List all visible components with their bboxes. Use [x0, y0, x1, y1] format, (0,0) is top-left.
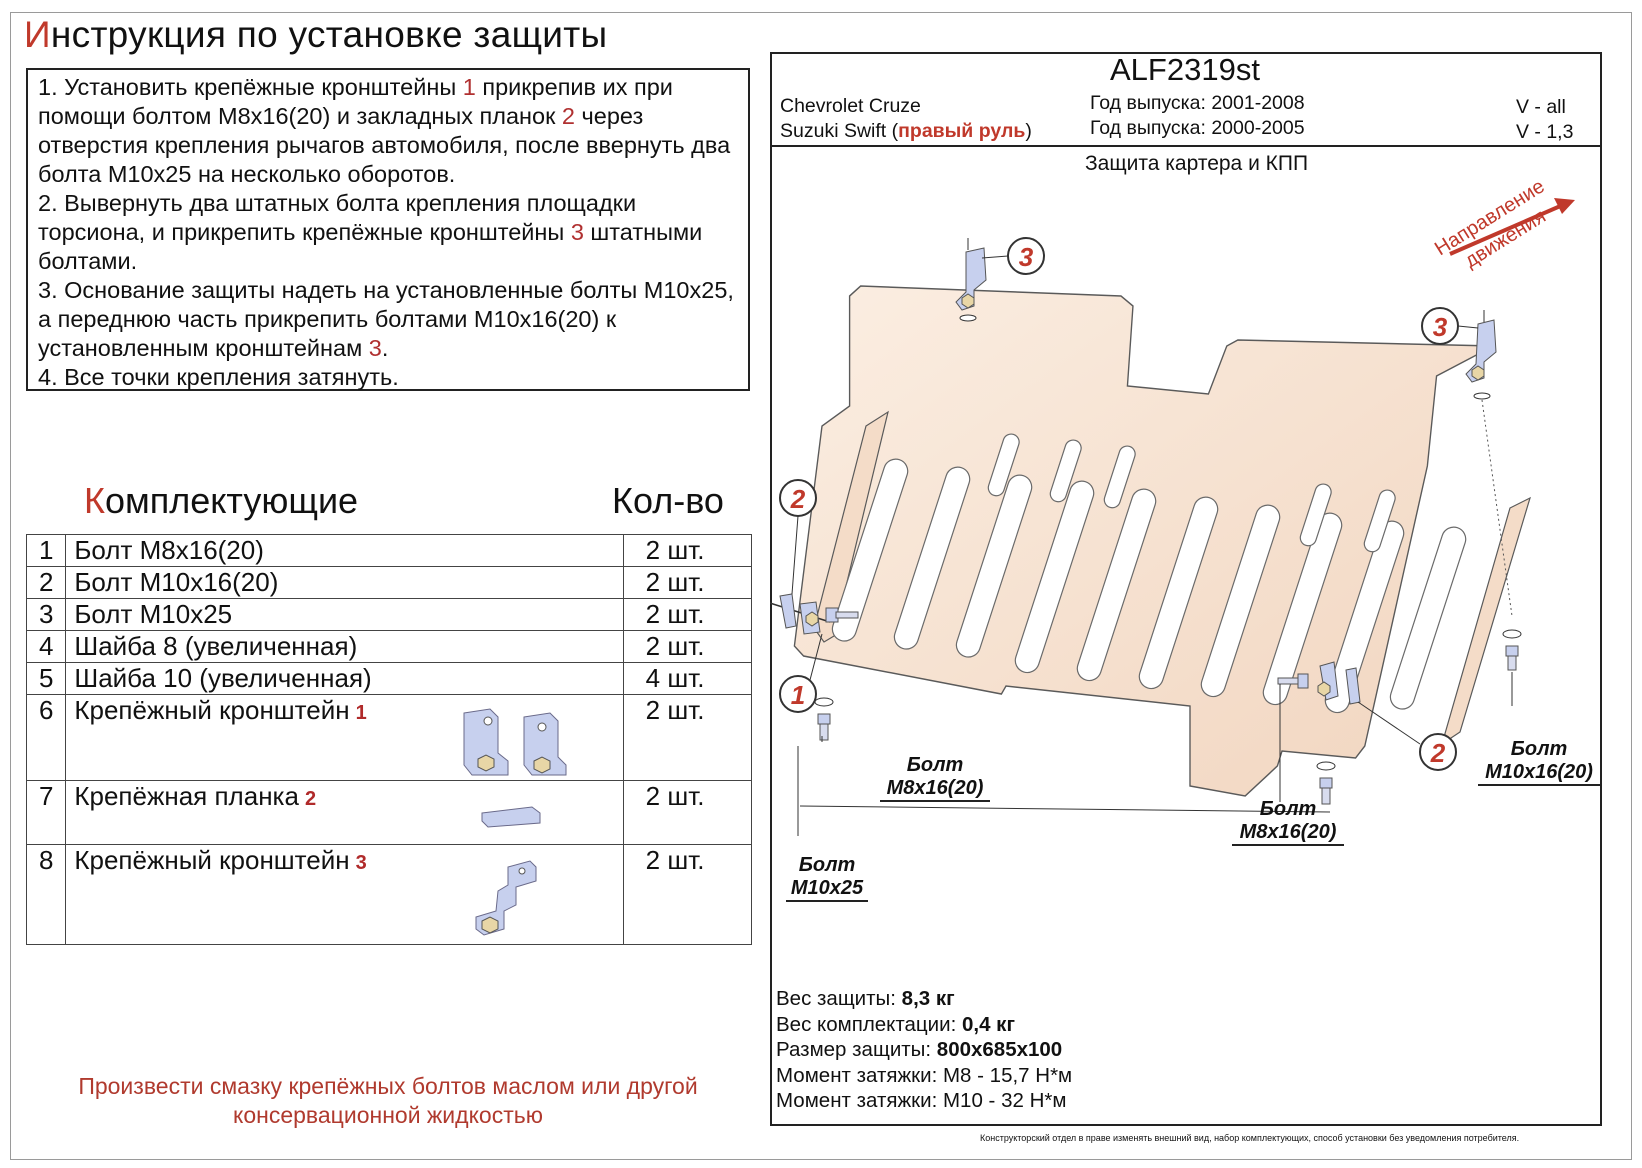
bracket-3-top-left [955, 238, 987, 322]
drawing-subtitle: Защита картера и КПП [1085, 152, 1309, 175]
page-frame [10, 12, 1632, 1160]
spec-weight: Вес защиты: 8,3 кг [776, 987, 955, 1010]
part-name: Болт М10х16(20) [65, 566, 624, 599]
part-name: Болт М10х25 [65, 598, 624, 631]
svg-text:2: 2 [790, 484, 806, 514]
part-qty: 2 шт. [622, 630, 753, 663]
svg-text:1: 1 [791, 680, 805, 710]
engine-volume-2: V - 1,3 [1516, 121, 1574, 143]
car-model-2: Suzuki Swift (правый руль) [780, 120, 1032, 142]
svg-text:3: 3 [1433, 312, 1448, 342]
spec-kit-weight: Вес комплектации: 0,4 кг [776, 1012, 1015, 1036]
callout-2-left: 2 [779, 479, 817, 595]
callout-1-left: 1 [779, 633, 823, 713]
part-ref-number: 2 [304, 788, 317, 810]
table-row: 5 Шайба 10 (увеличенная) 4 шт. [25, 662, 753, 695]
year-range-2: Год выпуска: 2000-2005 [1090, 117, 1305, 139]
table-row: 3 Болт М10х25 2 шт. [25, 598, 753, 631]
spec-torque-m10: Момент затяжки: М10 - 32 Н*м [776, 1089, 1067, 1112]
qty-header: Кол-во [612, 480, 724, 521]
right-side-bolt [1502, 629, 1522, 706]
spec-size: Размер защиты: 800х685х100 [776, 1038, 1063, 1061]
spec-torque-m8: Момент затяжки: М8 - 15,7 Н*м [776, 1063, 1073, 1087]
part-ref-number: 3 [355, 852, 367, 874]
part-qty: 2 шт. [622, 534, 753, 567]
header-divider [770, 145, 1602, 147]
part-name: Болт М8х16(20) [65, 534, 624, 567]
row-number: 5 [25, 662, 67, 695]
part-qty: 2 шт. [622, 598, 753, 631]
instructions-box: 1. Установить крепёжные кронштейны 1 при… [26, 68, 750, 391]
row-number: 3 [25, 598, 67, 631]
part-name: Крепёжная планка [74, 781, 299, 811]
lubrication-note: Произвести смазку крепёжных болтов масло… [78, 1073, 698, 1128]
engine-volume-1: V - all [1516, 96, 1566, 118]
drawing-box [770, 52, 1602, 1126]
part-name: Шайба 8 (увеличенная) [65, 630, 624, 663]
table-row: 2 Болт М10х16(20) 2 шт. [25, 566, 753, 599]
svg-text:3: 3 [1019, 242, 1034, 272]
callout-2-right: 2 [1357, 701, 1457, 771]
table-row: 1 Болт М8х16(20) 2 шт. [25, 534, 753, 567]
part-qty: 2 шт. [622, 694, 753, 781]
part-name: Крепёжный кронштейн [74, 845, 350, 875]
part-qty: 2 шт. [622, 780, 753, 845]
part-name: Шайба 10 (увеличенная) [65, 662, 624, 695]
left-fastener-group [770, 593, 859, 836]
car-model-1: Chevrolet Cruze [780, 95, 921, 117]
part-ref-number: 1 [355, 702, 367, 724]
disclaimer: Конструкторский отдел в праве изменять в… [980, 1133, 1520, 1143]
specs-block: Вес защиты: 8,3 кг Вес комплектации: 0,4… [776, 986, 1072, 1114]
page-title: Инструкция по установке защиты [24, 14, 607, 56]
plate-2-image [481, 806, 541, 828]
title-initial: И [24, 14, 51, 55]
row-number: 8 [25, 844, 67, 945]
table-row: 4 Шайба 8 (увеличенная) 2 шт. [25, 630, 753, 663]
year-range-1: Год выпуска: 2001-2008 [1090, 92, 1305, 114]
callout-3-left: 3 [981, 237, 1045, 275]
part-qty: 2 шт. [622, 566, 753, 599]
part-name: Крепёжный кронштейн [74, 695, 350, 725]
skid-plate [793, 285, 1531, 797]
part-qty: 2 шт. [622, 844, 753, 945]
right-fastener-group [799, 661, 1361, 813]
product-code: ALF2319st [1110, 52, 1260, 87]
direction-arrow: Направление движения [1431, 175, 1575, 272]
row-number: 1 [25, 534, 67, 567]
skid-plate-drawing: Направление движения [770, 175, 1575, 836]
bracket-3-image [475, 860, 537, 936]
part-qty: 4 шт. [622, 662, 753, 695]
kit-header: Комплектующие [84, 480, 359, 521]
instruction-step-2: 2. Вывернуть два штатных болта крепления… [38, 190, 703, 274]
kit-table: 1 Болт М8х16(20) 2 шт. 2 Болт М10х16(20)… [25, 534, 753, 945]
bracket-1-image [463, 708, 567, 776]
row-number: 6 [25, 694, 67, 781]
instruction-step-4: 4. Все точки крепления затянуть. [38, 364, 399, 390]
callout-3-right: 3 [1421, 307, 1479, 345]
row-number: 7 [25, 780, 67, 845]
row-number: 4 [25, 630, 67, 663]
instruction-step-1: 1. Установить крепёжные кронштейны 1 при… [38, 74, 731, 187]
title-text: нструкция по установке защиты [50, 14, 608, 55]
row-number: 2 [25, 566, 67, 599]
instruction-step-3: 3. Основание защиты надеть на установлен… [38, 277, 734, 361]
bracket-3-top-right [1465, 310, 1513, 617]
svg-text:2: 2 [1430, 738, 1446, 768]
